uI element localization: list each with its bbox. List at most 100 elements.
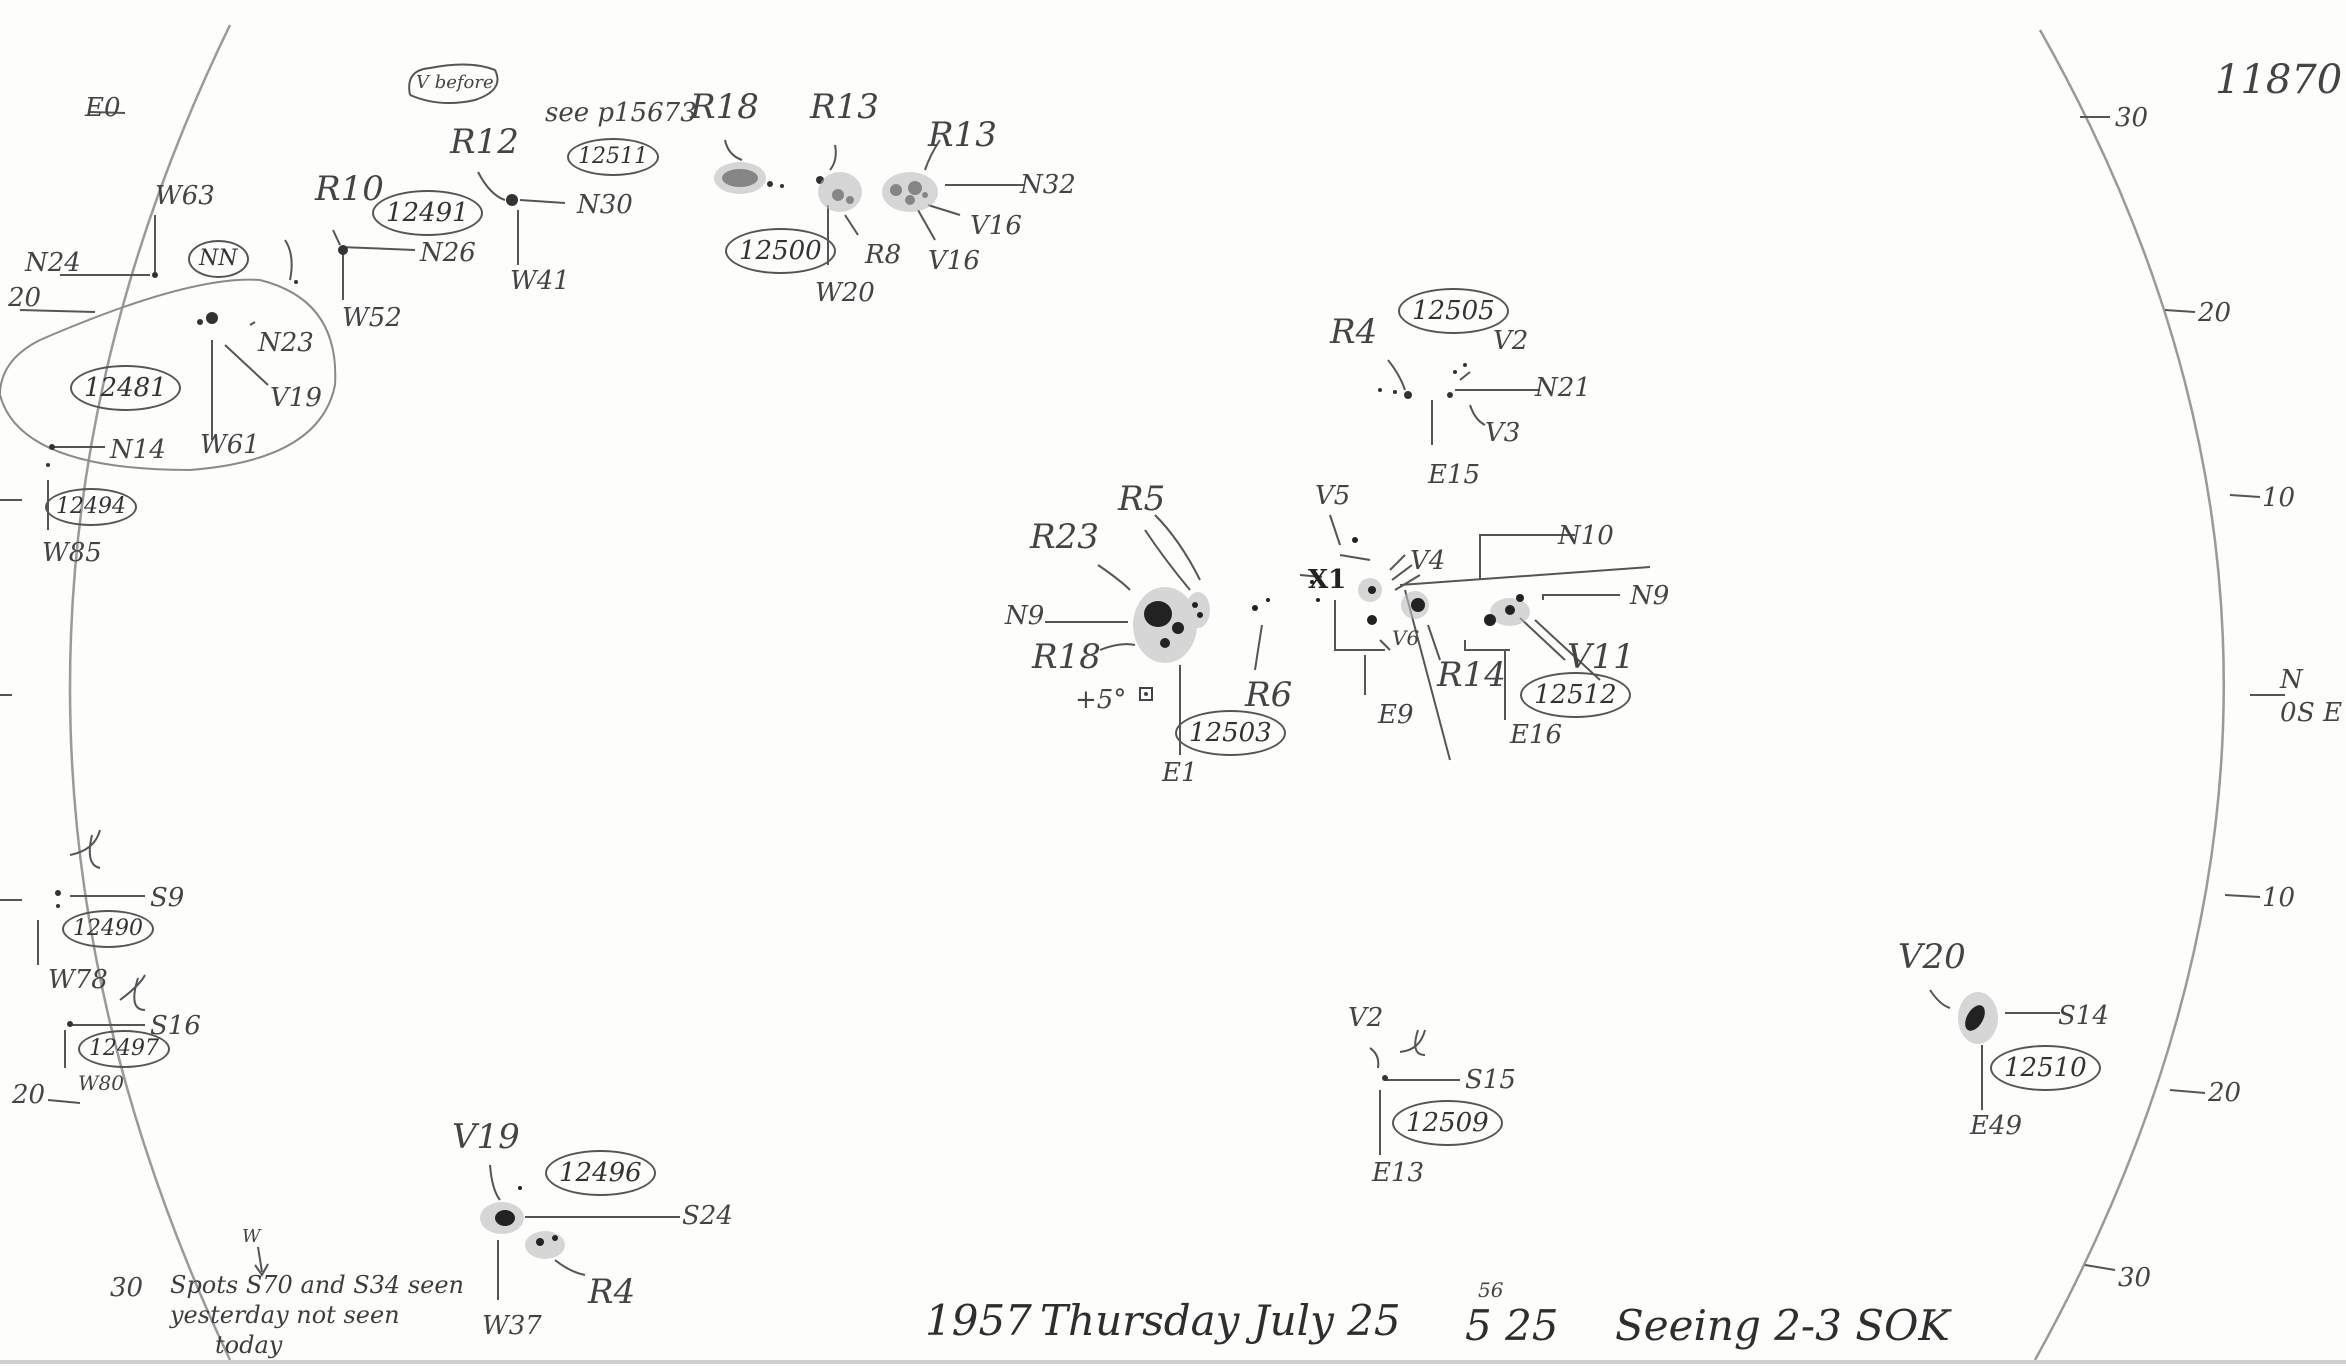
group-number-12500: 12500 bbox=[725, 228, 836, 274]
margin-note-marker: W bbox=[242, 1226, 261, 1247]
group-number-12497: 12497 bbox=[78, 1030, 170, 1068]
label-n9-12503: N9 bbox=[1005, 601, 1045, 631]
limb-label-right-1: 30 bbox=[2115, 103, 2149, 133]
limb-label-right-center-n: N bbox=[2280, 665, 2303, 695]
group-number-12509: 12509 bbox=[1392, 1100, 1503, 1146]
footer-seeing: Seeing 2-3 SOK bbox=[1615, 1301, 1950, 1350]
group-number-12505: 12505 bbox=[1398, 288, 1509, 334]
label-n30: N30 bbox=[577, 190, 633, 220]
label-v2-12505: V2 bbox=[1493, 326, 1529, 356]
label-n26: N26 bbox=[420, 238, 476, 268]
group-number-12491: 12491 bbox=[372, 190, 483, 236]
label-w63: W63 bbox=[155, 181, 215, 211]
margin-note-line-3: today bbox=[215, 1331, 283, 1359]
solar-limb-right bbox=[2033, 29, 2225, 1361]
label-e16: E16 bbox=[1510, 720, 1563, 750]
group-number-12490: 12490 bbox=[62, 910, 154, 948]
label-r13-a: R13 bbox=[810, 87, 879, 127]
label-r12: R12 bbox=[450, 122, 519, 162]
group-number-12496: 12496 bbox=[545, 1150, 656, 1196]
label-v2-12509: V2 bbox=[1348, 1003, 1384, 1033]
limb-label-right-center-0: 0 bbox=[2280, 698, 2297, 728]
label-e13: E13 bbox=[1372, 1158, 1425, 1188]
limb-label-left-bottom: 20 bbox=[12, 1080, 46, 1110]
group-number-12503: 12503 bbox=[1175, 710, 1286, 756]
label-w20: W20 bbox=[815, 278, 875, 308]
label-r6: R6 bbox=[1245, 675, 1293, 715]
label-s16: S16 bbox=[150, 1011, 201, 1041]
label-e49: E49 bbox=[1970, 1111, 2023, 1141]
label-s14: S14 bbox=[2058, 1001, 2109, 1031]
sheet-number: 11870 bbox=[2215, 57, 2343, 103]
label-s15: S15 bbox=[1465, 1065, 1516, 1095]
footer-day-date: Thursday July 25 bbox=[1040, 1296, 1401, 1345]
limb-label-right-2: 20 bbox=[2198, 298, 2232, 328]
label-n23: N23 bbox=[258, 328, 314, 358]
margin-note-line-2: yesterday not seen bbox=[170, 1301, 400, 1329]
limb-label-right-4: 10 bbox=[2262, 883, 2296, 913]
label-v5: V5 bbox=[1315, 481, 1351, 511]
label-r14: R14 bbox=[1437, 655, 1506, 695]
label-w85: W85 bbox=[42, 538, 102, 568]
label-plus5: +5° bbox=[1075, 685, 1127, 715]
label-v16-a: V16 bbox=[970, 211, 1022, 241]
solar-limb-left bbox=[68, 24, 232, 1361]
limb-label-right-5: 20 bbox=[2208, 1078, 2242, 1108]
label-v6: V6 bbox=[1392, 626, 1420, 650]
label-r4-12496: R4 bbox=[588, 1272, 636, 1312]
label-r4-12505: R4 bbox=[1330, 312, 1378, 352]
label-w80: W80 bbox=[78, 1071, 125, 1095]
label-n32: N32 bbox=[1020, 170, 1076, 200]
label-v4: V4 bbox=[1410, 546, 1446, 576]
group-12481-outline bbox=[0, 278, 337, 472]
label-r18-12503: R18 bbox=[1032, 637, 1101, 677]
label-v3: V3 bbox=[1485, 418, 1521, 448]
label-s24: S24 bbox=[682, 1201, 733, 1231]
margin-note-line-1: Spots S70 and S34 seen bbox=[170, 1271, 464, 1299]
label-v19: V19 bbox=[270, 383, 322, 413]
label-see-ref: see p15673 bbox=[545, 98, 697, 128]
group-number-12510: 12510 bbox=[1990, 1045, 2101, 1091]
group-number-12481: 12481 bbox=[70, 365, 181, 411]
footer-year: 1957 bbox=[925, 1296, 1032, 1345]
label-w78: W78 bbox=[48, 965, 108, 995]
label-r8: R8 bbox=[865, 240, 902, 270]
limb-label-right-6: 30 bbox=[2118, 1263, 2152, 1293]
label-v20: V20 bbox=[1898, 937, 1966, 977]
limb-label-left-top: E0 bbox=[85, 93, 121, 123]
label-e1: E1 bbox=[1162, 758, 1198, 788]
limb-label-left-30: 30 bbox=[110, 1273, 144, 1303]
label-n10: N10 bbox=[1558, 521, 1614, 551]
label-w41: W41 bbox=[510, 266, 570, 296]
label-nn: NN bbox=[188, 240, 249, 278]
label-v-before: V before bbox=[416, 72, 494, 93]
label-n21: N21 bbox=[1535, 373, 1591, 403]
label-r18-top: R18 bbox=[690, 87, 759, 127]
label-w37: W37 bbox=[482, 1311, 542, 1341]
label-w61: W61 bbox=[200, 430, 260, 460]
group-number-12511: 12511 bbox=[567, 138, 659, 176]
label-e9: E9 bbox=[1378, 700, 1414, 730]
limb-label-right-3: 10 bbox=[2262, 483, 2296, 513]
label-e15: E15 bbox=[1428, 460, 1481, 490]
label-n9-12512: N9 bbox=[1630, 581, 1670, 611]
limb-label-right-center-se: S E bbox=[2297, 698, 2343, 728]
group-number-12512: 12512 bbox=[1520, 672, 1631, 718]
footer-superscript: 56 bbox=[1478, 1278, 1504, 1302]
footer-time: 5 25 bbox=[1465, 1301, 1559, 1350]
group-number-12494: 12494 bbox=[45, 488, 137, 526]
label-r23: R23 bbox=[1030, 517, 1099, 557]
limb-label-left-20: 20 bbox=[8, 283, 42, 313]
label-s9: S9 bbox=[150, 883, 185, 913]
label-n14: N14 bbox=[110, 435, 166, 465]
label-x1: X1 bbox=[1308, 565, 1347, 595]
label-v11: V11 bbox=[1567, 637, 1635, 677]
label-r13-b: R13 bbox=[928, 115, 997, 155]
label-v19-12496: V19 bbox=[452, 1117, 520, 1157]
label-v16-b: V16 bbox=[928, 246, 980, 276]
label-n24: N24 bbox=[25, 248, 81, 278]
label-r5: R5 bbox=[1118, 479, 1166, 519]
label-w52: W52 bbox=[342, 303, 402, 333]
